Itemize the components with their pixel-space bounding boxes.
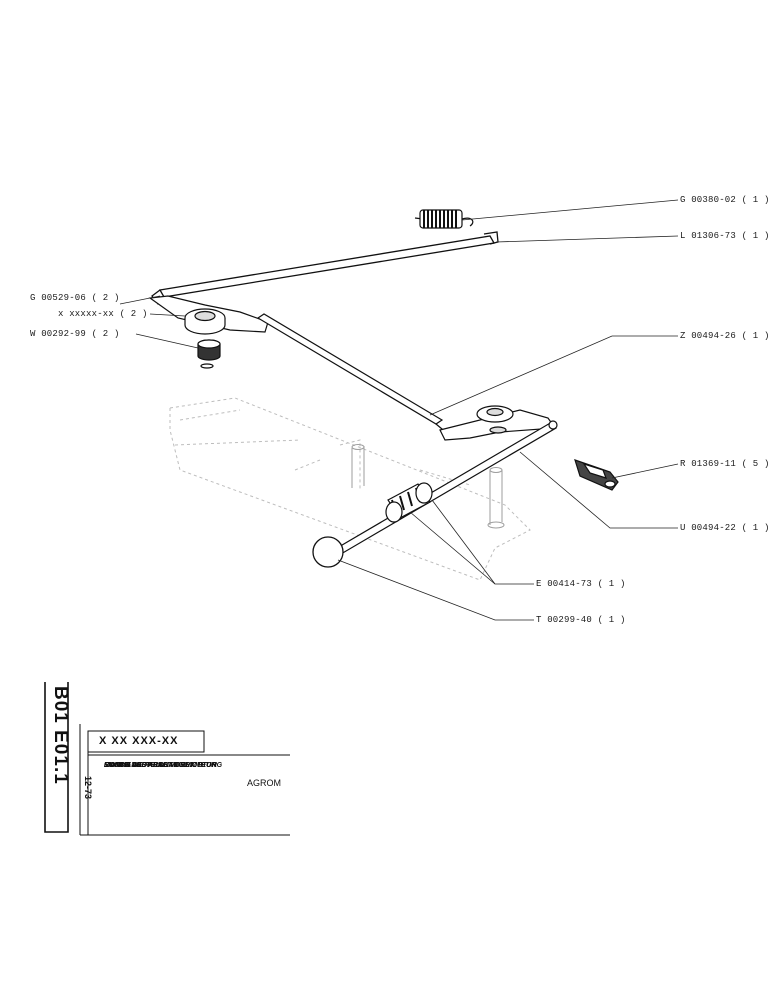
label-t00299: T 00299-40 ( 1 ) (536, 615, 626, 625)
knob (312, 536, 344, 568)
title-de: MOTOR ABSTELL - VORRICHTUNG (104, 762, 223, 769)
label-e00414: E 00414-73 ( 1 ) (536, 579, 626, 589)
label-r01369: R 01369-11 ( 5 ) (680, 459, 770, 469)
control-rod (336, 420, 558, 555)
leader-lines (119, 199, 679, 621)
clip-part (574, 459, 619, 491)
title-es: MANDO DE PARADA DEL MOTOR (104, 762, 217, 769)
spring-part (414, 209, 474, 229)
label-xxxxxx: x xxxxx-xx ( 2 ) (58, 309, 148, 319)
label-l01306: L 01306-73 ( 1 ) (680, 231, 770, 241)
part-number: X XX XXX-XX (99, 735, 179, 747)
title-fr: COMMANDE ARRET DU MOTEUR (104, 762, 217, 769)
model-name: AGROM (247, 778, 282, 788)
ghost-shafts (351, 444, 505, 529)
label-w00292: W 00292-99 ( 2 ) (30, 329, 120, 339)
label-z00494: Z 00494-26 ( 1 ) (680, 331, 770, 341)
drawing-date: 12-73 (83, 776, 93, 800)
upper-rod (151, 231, 499, 305)
label-g00529: G 00529-06 ( 2 ) (30, 293, 120, 303)
guide-bushing-e00414 (385, 482, 433, 523)
lower-lever (439, 405, 557, 441)
title-en: ENGINE STOP CONTROL (104, 762, 189, 769)
title-block-frame (44, 682, 290, 836)
label-g00380: G 00380-02 ( 1 ) (680, 195, 770, 205)
diagonal-rod (256, 313, 457, 435)
section-code: B01 E01.1 (50, 686, 71, 785)
bushing-part (197, 339, 221, 369)
label-u00494: U 00494-22 ( 1 ) (680, 523, 770, 533)
